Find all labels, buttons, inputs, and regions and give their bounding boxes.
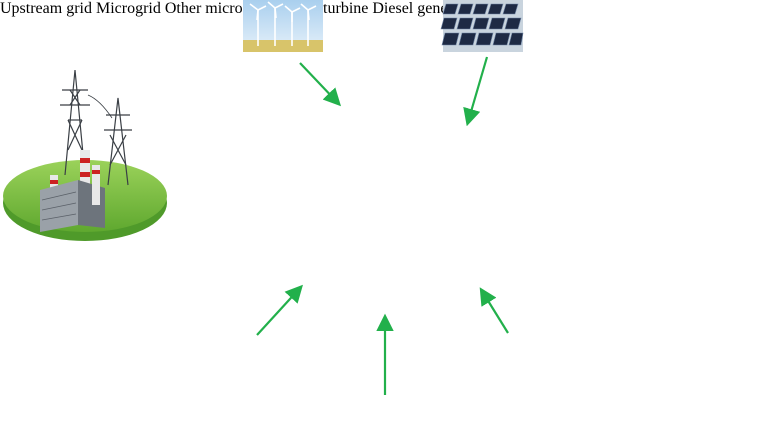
upstream-grid-label: Upstream grid bbox=[0, 0, 92, 17]
microgrid-label: Microgrid bbox=[95, 0, 161, 17]
power-plant-icon bbox=[40, 150, 105, 232]
arrow-solar-to-microgrid bbox=[463, 56, 489, 127]
arrow-diesel-to-microgrid bbox=[479, 287, 509, 334]
wind-turbines-icon bbox=[243, 0, 323, 52]
solar-panels-icon bbox=[440, 0, 524, 52]
arrow-microturbine-to-microgrid bbox=[256, 284, 303, 336]
arrow-wind-to-microgrid bbox=[299, 62, 342, 107]
transmission-tower-icon bbox=[60, 69, 132, 186]
